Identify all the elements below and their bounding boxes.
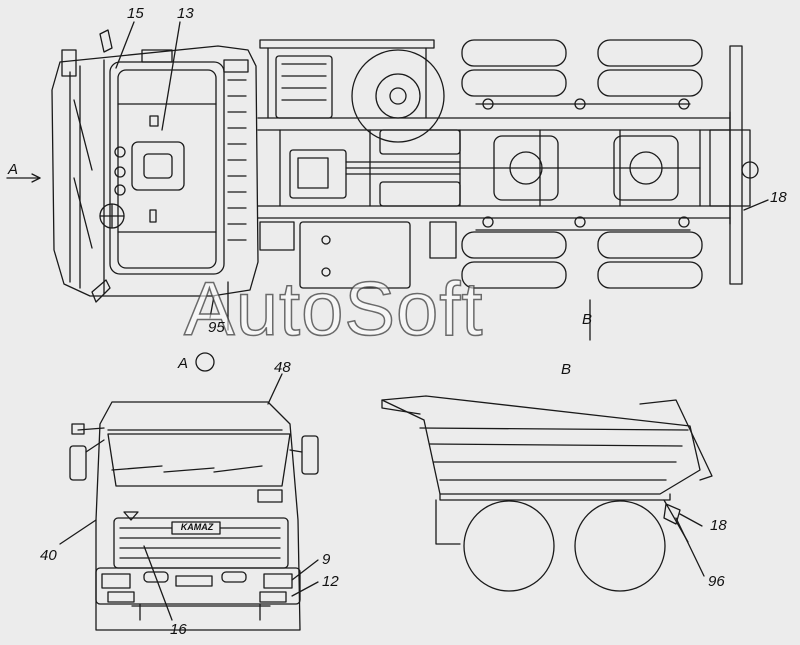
leader-95 xyxy=(209,295,215,319)
view-a-arrow-label: A xyxy=(8,161,19,178)
callout-18-top: 18 xyxy=(770,189,787,206)
front-view xyxy=(59,373,319,631)
cab-plan xyxy=(51,29,259,331)
callout-48: 48 xyxy=(274,359,291,376)
leader-48 xyxy=(267,373,283,405)
callout-9: 9 xyxy=(322,551,331,568)
rear-bumper-plan xyxy=(709,45,759,285)
leader-40 xyxy=(59,519,97,545)
grille-brand-text: KAMAZ xyxy=(180,522,214,532)
callout-16: 16 xyxy=(170,621,187,638)
callout-12: 12 xyxy=(322,573,339,590)
view-b-marker-label: B xyxy=(582,311,593,328)
callout-96: 96 xyxy=(708,573,725,590)
leader-13 xyxy=(161,21,181,131)
leader-9 xyxy=(291,559,319,581)
callout-95: 95 xyxy=(208,319,225,336)
view-a-marker-circle xyxy=(195,352,215,372)
view-a-arrowhead xyxy=(31,173,41,183)
leader-18-top xyxy=(743,199,769,211)
leader-15 xyxy=(115,21,135,69)
side-view xyxy=(381,395,713,592)
spare-wheel xyxy=(351,49,445,143)
view-b-label: B xyxy=(561,361,572,378)
watermark-text: AutoSoft xyxy=(183,267,484,352)
callout-15: 15 xyxy=(127,5,144,22)
leader-12 xyxy=(291,581,319,597)
leader-16 xyxy=(143,545,173,621)
leader-18-side xyxy=(679,513,703,527)
leader-96 xyxy=(675,517,705,577)
callout-40: 40 xyxy=(40,547,57,564)
view-a-marker-label: A xyxy=(178,355,189,372)
plan-view xyxy=(6,21,769,372)
rear-wheels-plan xyxy=(461,39,703,289)
drivetrain xyxy=(345,129,701,207)
chassis-frame xyxy=(257,39,731,225)
callout-13: 13 xyxy=(177,5,194,22)
callout-18-side: 18 xyxy=(710,517,727,534)
side-equipment xyxy=(259,55,457,289)
